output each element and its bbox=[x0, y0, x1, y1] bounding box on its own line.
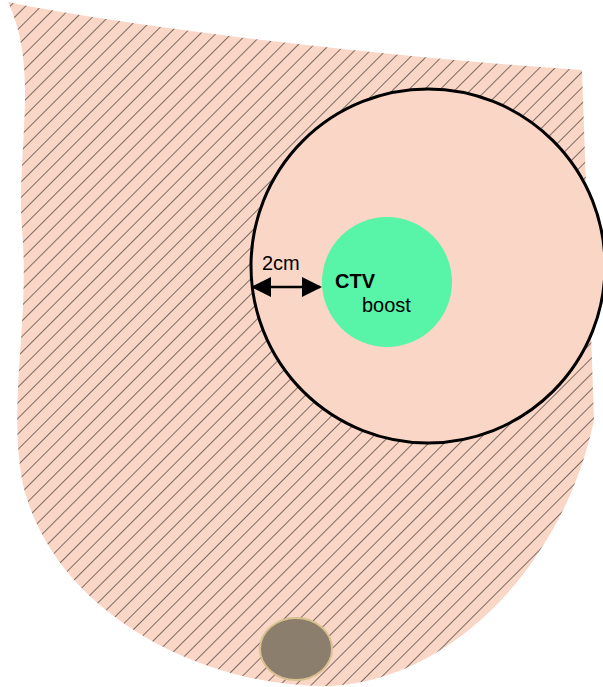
nipple bbox=[260, 618, 332, 680]
margin-arrow bbox=[253, 286, 320, 289]
boost-margin-circle bbox=[251, 89, 603, 443]
dimension-label: 2cm bbox=[262, 251, 300, 275]
circle-fill bbox=[322, 217, 452, 347]
target-label: CTV bbox=[335, 269, 375, 293]
target-circle: CTVboost bbox=[322, 217, 452, 347]
target-label: boost bbox=[362, 293, 411, 317]
